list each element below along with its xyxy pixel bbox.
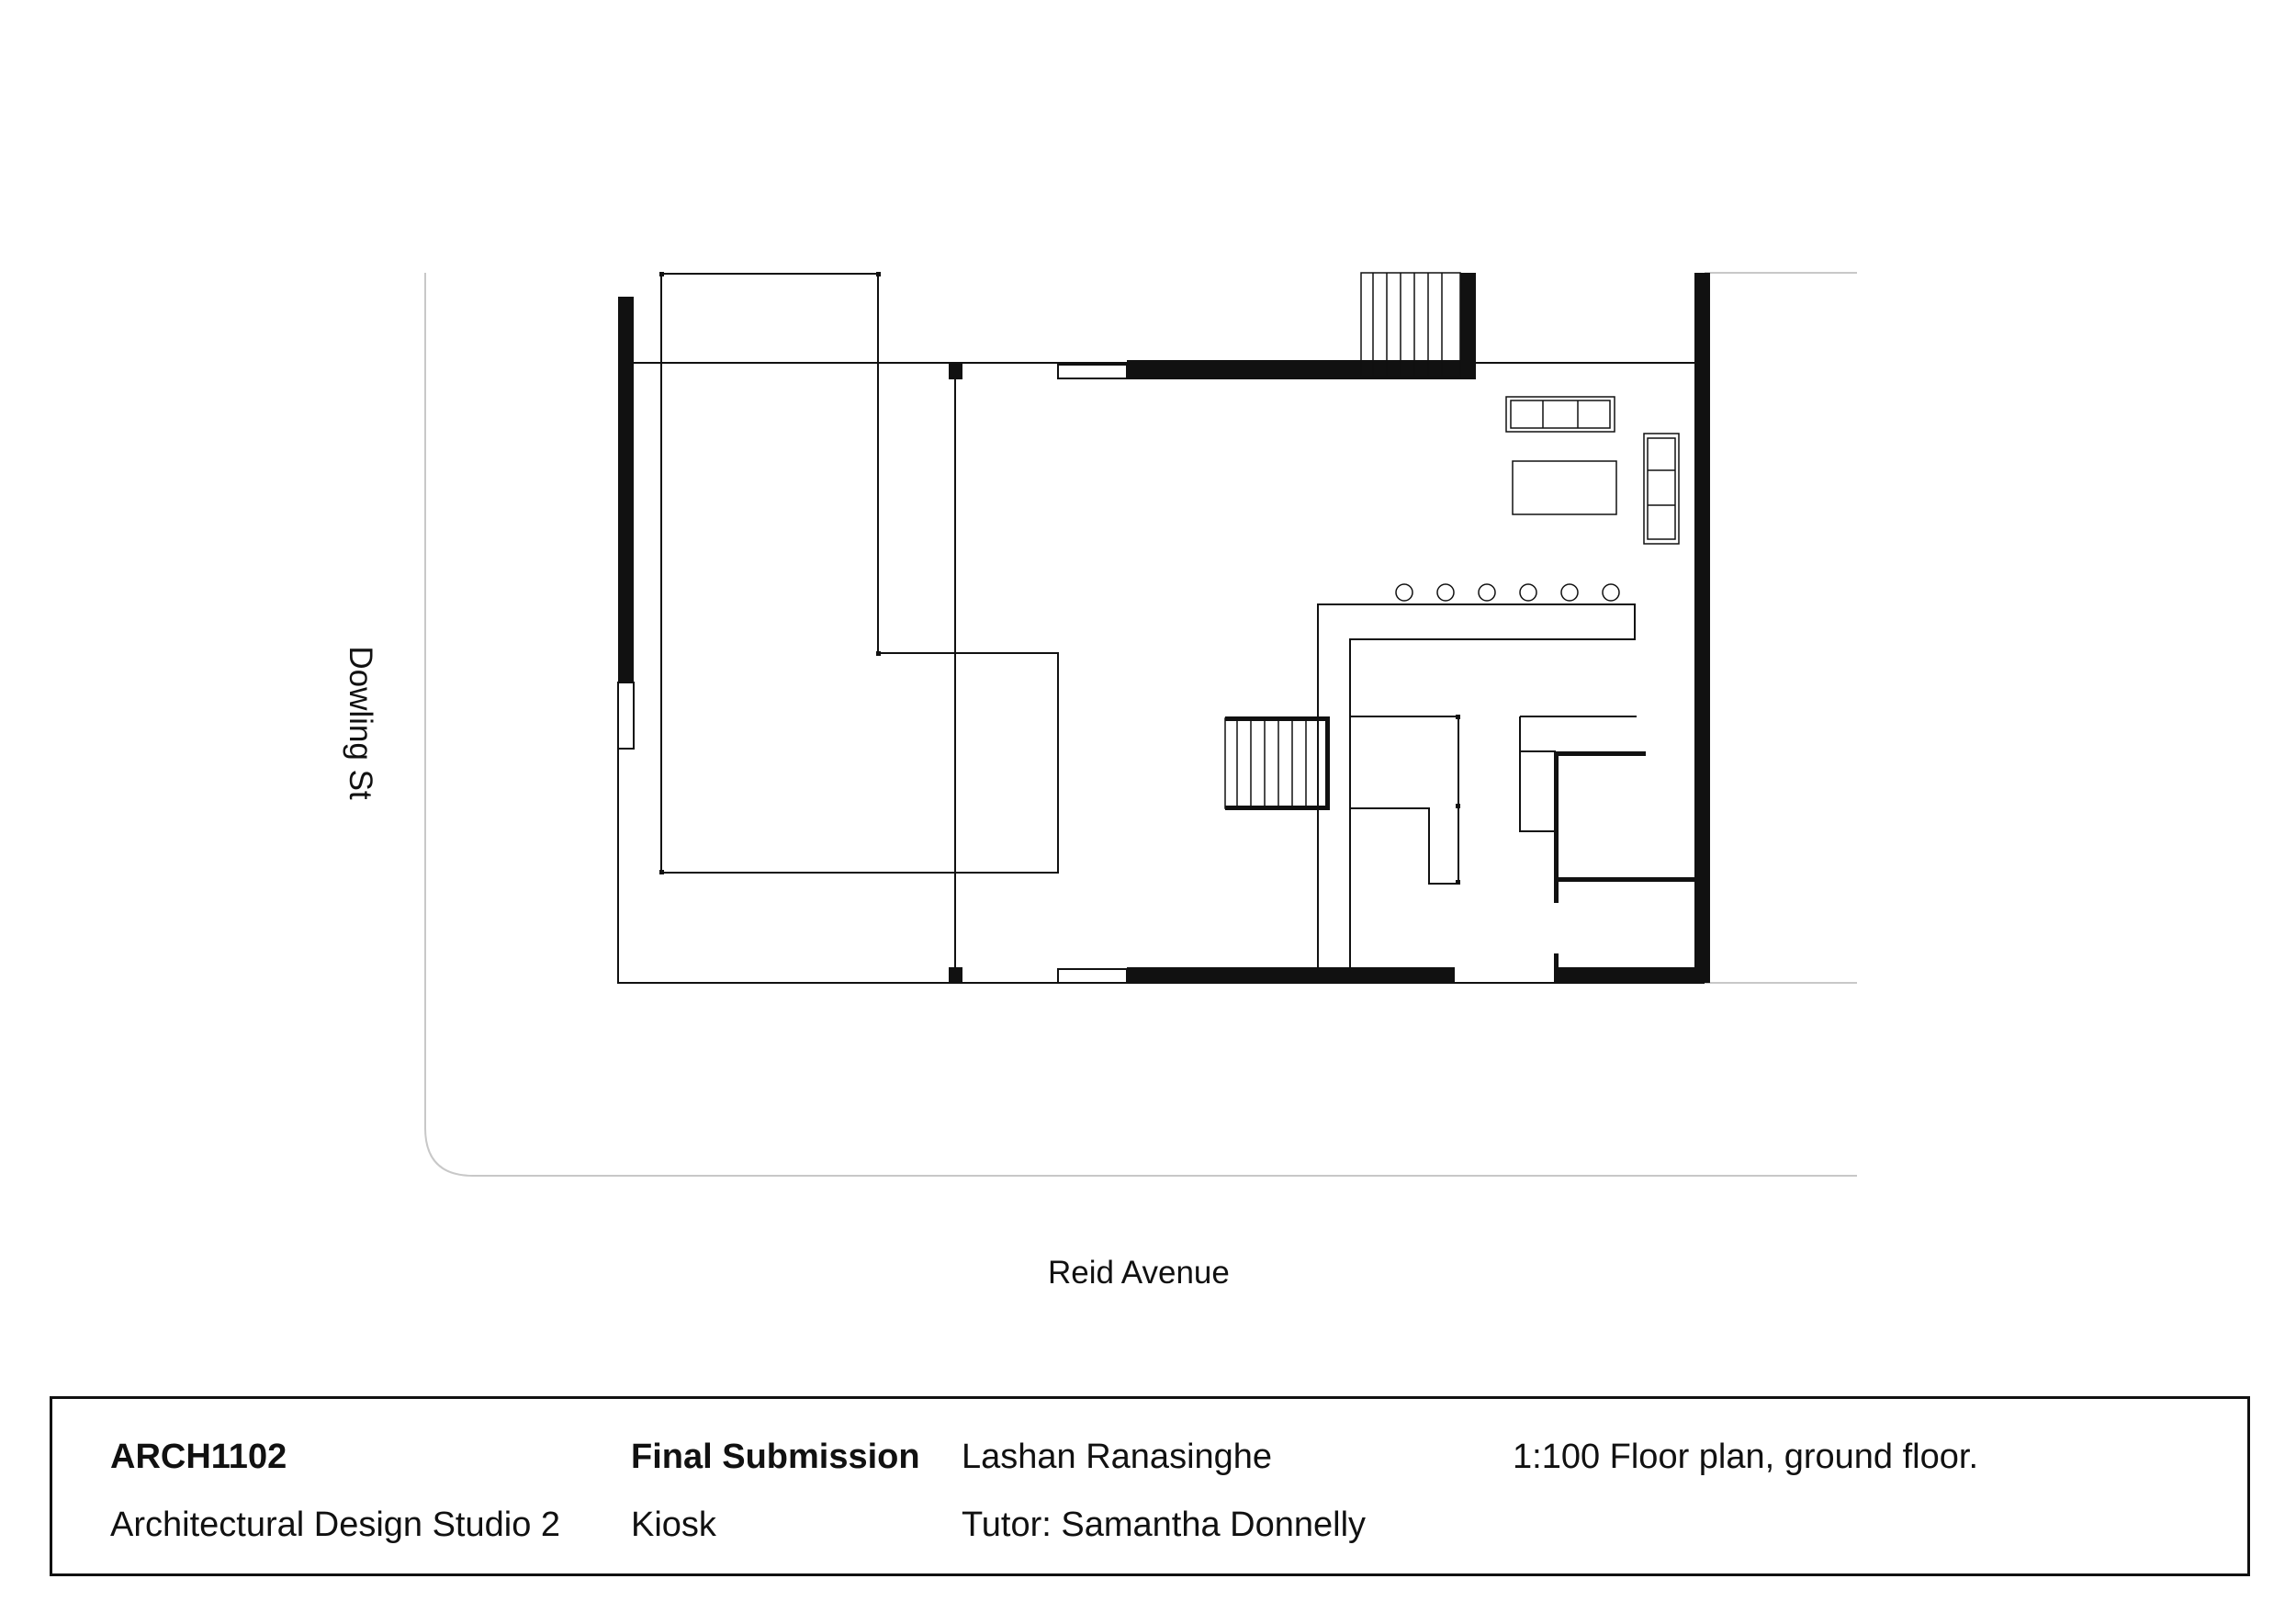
tutor-name: Tutor: Samantha Donnelly bbox=[962, 1506, 1367, 1544]
course-code: ARCH1102 bbox=[110, 1438, 287, 1476]
site-boundary bbox=[424, 272, 1857, 1177]
windows bbox=[617, 364, 1128, 984]
course-name: Architectural Design Studio 2 bbox=[110, 1506, 561, 1544]
column-markers bbox=[659, 272, 1460, 885]
sofa-side bbox=[1643, 433, 1680, 545]
submission-type: Final Submission bbox=[631, 1438, 920, 1476]
drawing-description: 1:100 Floor plan, ground floor. bbox=[1513, 1438, 1979, 1476]
sofa-top bbox=[1505, 396, 1615, 433]
title-block: ARCH1102 Architectural Design Studio 2 F… bbox=[50, 1396, 2250, 1576]
coffee-table bbox=[1512, 460, 1617, 515]
walls bbox=[618, 273, 1710, 983]
furniture bbox=[1395, 396, 1680, 602]
project-name: Kiosk bbox=[631, 1506, 716, 1544]
stairs bbox=[1224, 272, 1461, 809]
plan-linework bbox=[617, 273, 1705, 984]
bar-stools bbox=[1395, 583, 1620, 602]
street-label-left: Dowling St bbox=[343, 646, 378, 800]
student-name: Lashan Ranasinghe bbox=[962, 1438, 1273, 1476]
street-label-bottom: Reid Avenue bbox=[1048, 1255, 1230, 1291]
